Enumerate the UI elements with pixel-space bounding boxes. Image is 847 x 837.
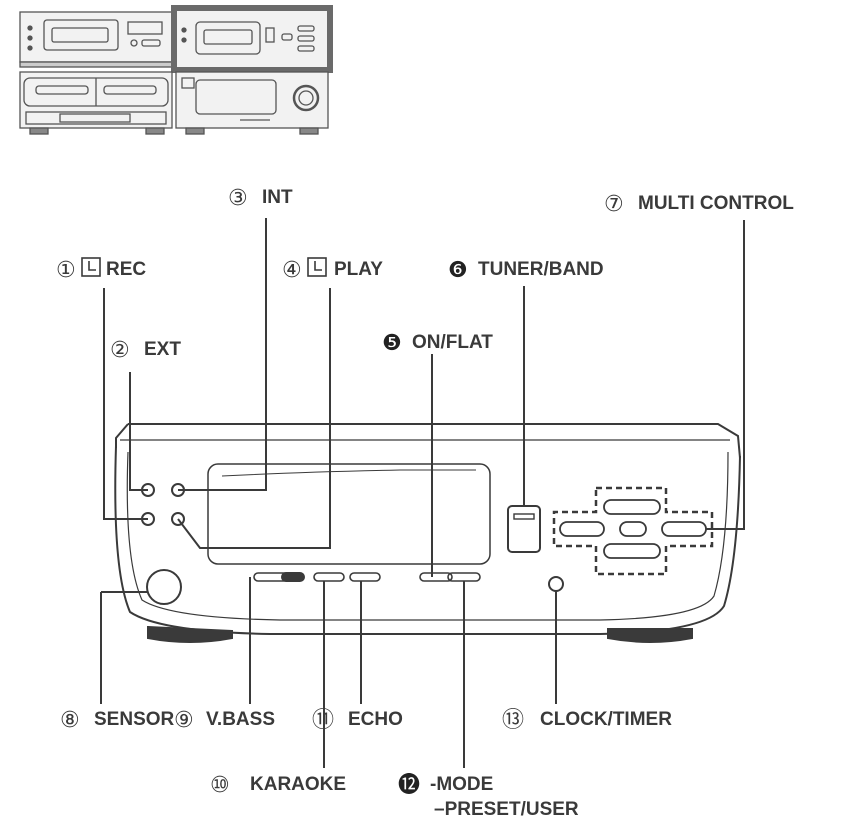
svg-text:③: ③ xyxy=(228,186,248,211)
callout-karaoke: ⑩ KARAOKE xyxy=(210,773,346,798)
svg-text:④: ④ xyxy=(282,258,302,283)
callout-ext: ② EXT xyxy=(110,338,181,363)
callout-multi-control: ⑦ MULTI CONTROL xyxy=(604,192,794,217)
callout-v-bass: ⑨ V.BASS xyxy=(174,708,275,733)
svg-text:EXT: EXT xyxy=(144,339,181,360)
svg-text:KARAOKE: KARAOKE xyxy=(250,774,346,795)
svg-text:❺: ❺ xyxy=(382,331,402,356)
svg-text:⑨: ⑨ xyxy=(174,708,194,733)
svg-text:⑪: ⑪ xyxy=(312,708,334,733)
svg-text:-MODE: -MODE xyxy=(430,774,493,795)
leader-lines xyxy=(100,218,745,768)
clock-icon xyxy=(307,257,327,277)
svg-text:SENSOR: SENSOR xyxy=(94,709,175,730)
svg-text:❻: ❻ xyxy=(448,258,468,283)
callout-play: ④ PLAY xyxy=(282,257,383,283)
svg-text:⑩: ⑩ xyxy=(210,773,230,798)
svg-text:①: ① xyxy=(56,258,76,283)
svg-text:–PRESET/USER: –PRESET/USER xyxy=(434,799,579,820)
clock-icon xyxy=(81,257,101,277)
svg-text:ECHO: ECHO xyxy=(348,709,403,730)
svg-text:⓬: ⓬ xyxy=(398,773,420,798)
svg-text:⑦: ⑦ xyxy=(604,192,624,217)
system-thumbnail xyxy=(19,5,333,135)
svg-text:MULTI CONTROL: MULTI CONTROL xyxy=(638,193,794,214)
svg-text:②: ② xyxy=(110,338,130,363)
svg-text:TUNER/BAND: TUNER/BAND xyxy=(478,259,604,280)
svg-text:CLOCK/TIMER: CLOCK/TIMER xyxy=(540,709,672,730)
svg-text:INT: INT xyxy=(262,187,293,208)
callout-clock-timer: ⑬ CLOCK/TIMER xyxy=(502,708,672,733)
svg-text:⑬: ⑬ xyxy=(502,708,524,733)
svg-text:ON/FLAT: ON/FLAT xyxy=(412,332,493,353)
callout-sensor: ⑧ SENSOR xyxy=(60,708,175,733)
callout-rec: ① REC xyxy=(56,257,146,283)
svg-text:PLAY: PLAY xyxy=(334,259,383,280)
callout-mode-preset-user: ⓬ -MODE –PRESET/USER xyxy=(398,773,579,820)
svg-text:REC: REC xyxy=(106,259,146,280)
callout-echo: ⑪ ECHO xyxy=(312,708,403,733)
svg-text:V.BASS: V.BASS xyxy=(206,709,275,730)
callout-on-flat: ❺ ON/FLAT xyxy=(382,331,493,356)
callout-tuner-band: ❻ TUNER/BAND xyxy=(448,258,604,283)
amplifier-unit xyxy=(114,423,741,643)
svg-text:⑧: ⑧ xyxy=(60,708,80,733)
callout-int: ③ INT xyxy=(228,186,293,211)
